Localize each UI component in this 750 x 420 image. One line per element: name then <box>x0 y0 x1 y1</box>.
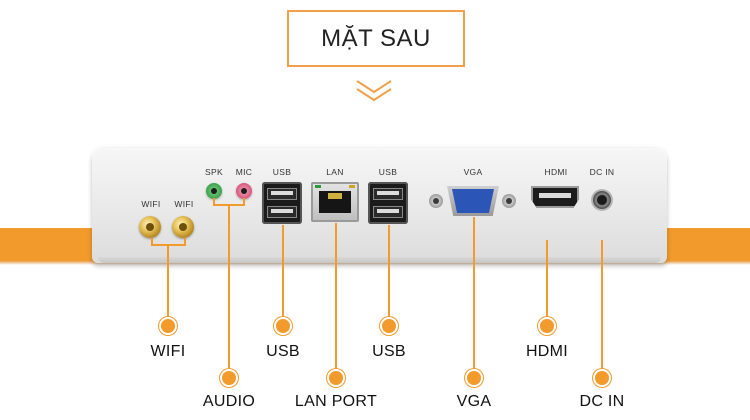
dc-in-jack <box>593 191 611 209</box>
port-label-vga: VGA <box>463 167 483 177</box>
speaker-jack <box>206 183 222 199</box>
dc-in-marker-dot <box>593 369 611 387</box>
callout-audio: AUDIO <box>202 393 256 410</box>
chevron-down-icon <box>356 80 392 102</box>
port-label-wifi-right: WIFI <box>174 199 194 209</box>
audio-marker-dot <box>220 369 238 387</box>
port-label-hdmi: HDMI <box>544 167 568 177</box>
callout-hdmi: HDMI <box>525 343 569 360</box>
vga-screw-left <box>429 194 443 208</box>
usb-left-leader-line <box>282 225 284 325</box>
callout-usb-left: USB <box>266 343 300 360</box>
audio-leader-line <box>228 205 230 377</box>
lan-led-link <box>315 185 321 188</box>
usb-right-marker-dot <box>380 317 398 335</box>
usb-slot <box>373 206 403 218</box>
port-label-lan: LAN <box>326 167 344 177</box>
lan-port <box>311 182 359 222</box>
callout-lan-port: LAN PORT <box>294 393 378 410</box>
port-label-mic: MIC <box>235 167 253 177</box>
port-label-wifi-left: WIFI <box>141 199 161 209</box>
page-title: MẶT SAU <box>321 24 431 52</box>
band-shadow <box>0 261 750 265</box>
callout-usb-right: USB <box>372 343 406 360</box>
usb-slot <box>267 206 297 218</box>
hdmi-leader-line <box>546 240 548 325</box>
port-label-spk: SPK <box>205 167 223 177</box>
lan-leader-line <box>335 223 337 377</box>
dc-in-leader-line <box>601 240 603 377</box>
port-label-usb-left: USB <box>272 167 292 177</box>
title-box: MẶT SAU <box>287 10 465 67</box>
wifi-marker-dot <box>159 317 177 335</box>
lan-marker-dot <box>327 369 345 387</box>
hdmi-marker-dot <box>538 317 556 335</box>
callout-dc-in: DC IN <box>579 393 625 410</box>
vga-port <box>429 186 517 216</box>
callout-wifi: WIFI <box>150 343 186 360</box>
usb-slot <box>267 188 297 200</box>
usb-port-right <box>368 182 408 224</box>
hdmi-port <box>531 186 579 208</box>
wifi-leader-line <box>167 245 169 325</box>
usb-right-leader-line <box>388 225 390 325</box>
vga-connector-face <box>452 189 494 213</box>
usb-slot <box>373 188 403 200</box>
wifi-antenna-connector-left <box>139 216 161 238</box>
wifi-antenna-connector-right <box>172 216 194 238</box>
vga-marker-dot <box>465 369 483 387</box>
vga-screw-right <box>502 194 516 208</box>
vga-leader-line <box>473 217 475 377</box>
port-label-dc-in: DC IN <box>589 167 615 177</box>
lan-led-activity <box>349 185 355 188</box>
usb-port-left <box>262 182 302 224</box>
mic-jack <box>236 183 252 199</box>
callout-vga: VGA <box>456 393 492 410</box>
usb-left-marker-dot <box>274 317 292 335</box>
port-label-usb-right: USB <box>378 167 398 177</box>
